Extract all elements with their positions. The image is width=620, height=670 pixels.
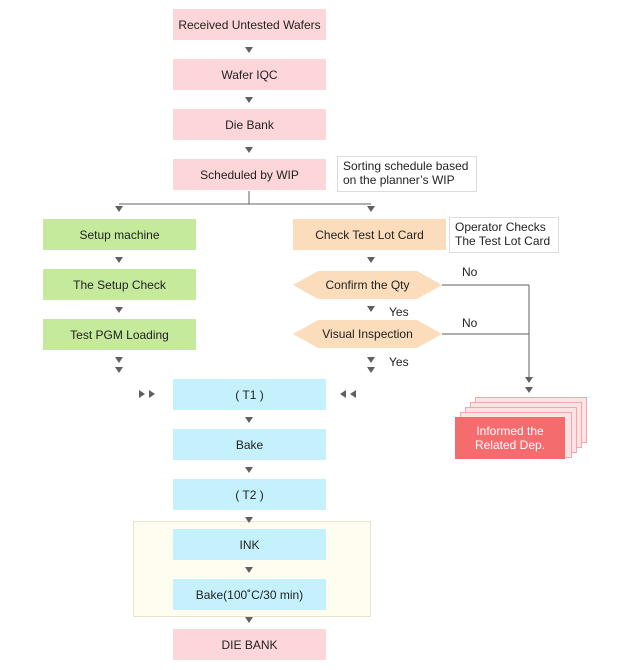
arrow-down-icon	[367, 367, 375, 373]
note-line: Sorting schedule based	[343, 159, 469, 173]
step-check-test-lot-card: Check Test Lot Card	[293, 219, 446, 250]
step-label: Setup machine	[79, 227, 160, 242]
step-wafer-iqc: Wafer IQC	[173, 59, 326, 90]
informed-line: Related Dep.	[474, 438, 546, 452]
step-label: Die Bank	[225, 117, 274, 132]
decision-confirm-qty-shape	[293, 271, 442, 299]
arrow-down-icon	[245, 47, 253, 53]
step-received-untested-wafers: Received Untested Wafers	[173, 9, 326, 40]
arrow-down-icon	[367, 357, 375, 363]
arrow-down-icon	[367, 306, 375, 312]
arrow-right-icon	[149, 390, 155, 398]
decision-label: Confirm the Qty	[325, 278, 410, 292]
step-label: Test PGM Loading	[70, 327, 169, 342]
arrow-down-icon	[115, 357, 123, 363]
arrow-left-icon	[340, 390, 346, 398]
arrow-down-icon	[367, 257, 375, 263]
note-line: The Test Lot Card	[455, 234, 551, 248]
label-no-qty: No	[462, 265, 478, 279]
arrow-down-icon	[245, 147, 253, 153]
label-yes-qty: Yes	[389, 305, 409, 319]
note-line: Operator Checks	[455, 220, 546, 234]
step-ink: INK	[173, 529, 326, 560]
note-sorting-schedule: Sorting schedule based on the planner’s …	[337, 156, 477, 192]
step-t2: ( T2 )	[173, 479, 326, 510]
arrow-down-icon	[245, 97, 253, 103]
arrow-down-icon	[245, 517, 253, 523]
step-label: Received Untested Wafers	[178, 17, 321, 32]
arrow-left-icon	[350, 390, 356, 398]
decision-visual-inspection: Visual Inspection	[293, 320, 442, 348]
arrow-down-icon	[525, 377, 533, 383]
arrow-down-icon	[115, 307, 123, 313]
step-die-bank-final: DIE BANK	[173, 629, 326, 660]
step-scheduled-by-wip: Scheduled by WIP	[173, 159, 326, 190]
step-label: Scheduled by WIP	[200, 167, 299, 182]
step-test-pgm-loading: Test PGM Loading	[43, 319, 196, 350]
step-bake-100c: Bake(100˚C/30 min)	[173, 579, 326, 610]
decision-label: Visual Inspection	[322, 327, 413, 341]
step-label: Check Test Lot Card	[315, 227, 424, 242]
note-operator-checks: Operator Checks The Test Lot Card	[449, 217, 559, 253]
step-die-bank: Die Bank	[173, 109, 326, 140]
decision-confirm-qty: Confirm the Qty	[293, 271, 442, 299]
arrow-down-icon	[245, 467, 253, 473]
arrow-down-icon	[245, 417, 253, 423]
arrow-down-icon	[367, 206, 375, 212]
step-label: Bake	[235, 437, 264, 452]
step-label: Bake(100˚C/30 min)	[195, 587, 304, 602]
arrow-down-icon	[245, 567, 253, 573]
step-setup-check: The Setup Check	[43, 269, 196, 300]
decision-visual-inspection-shape	[293, 320, 442, 348]
arrow-down-icon	[115, 206, 123, 212]
step-bake: Bake	[173, 429, 326, 460]
step-label: ( T1 )	[235, 387, 264, 402]
step-label: Wafer IQC	[221, 67, 278, 82]
step-informed-related-dep: Informed the Related Dep.	[455, 417, 565, 459]
step-label: INK	[239, 537, 260, 552]
arrow-down-icon	[115, 367, 123, 373]
arrow-right-icon	[139, 390, 145, 398]
arrow-down-icon	[525, 387, 533, 393]
informed-line: Informed the	[476, 424, 544, 438]
step-label: DIE BANK	[221, 637, 278, 652]
step-setup-machine: Setup machine	[43, 219, 196, 250]
arrow-down-icon	[245, 617, 253, 623]
label-yes-visual: Yes	[389, 355, 409, 369]
note-line: on the planner’s WIP	[343, 173, 455, 187]
label-no-visual: No	[462, 316, 478, 330]
step-label: ( T2 )	[235, 487, 264, 502]
step-label: The Setup Check	[73, 277, 166, 292]
step-t1: ( T1 )	[173, 379, 326, 410]
arrow-down-icon	[115, 257, 123, 263]
